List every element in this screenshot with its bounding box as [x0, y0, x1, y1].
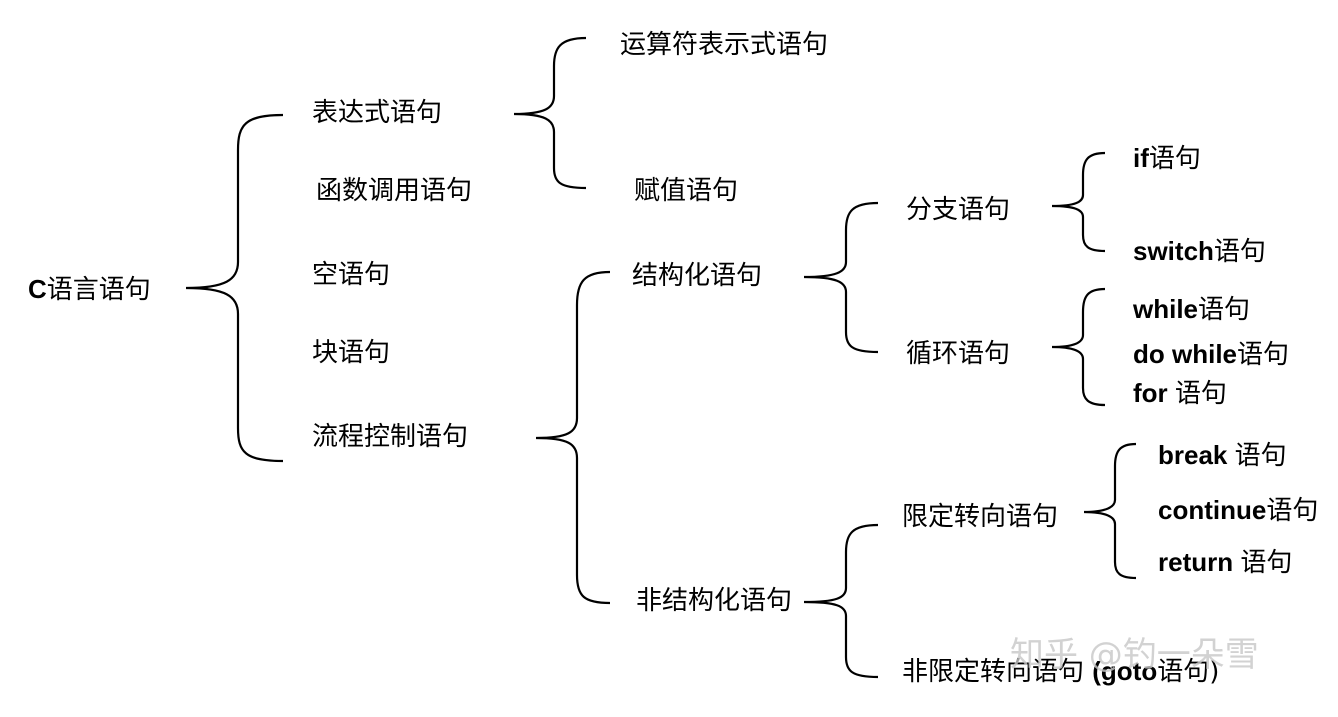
root-brace: [185, 113, 284, 463]
node-continue: continue语句: [1158, 497, 1318, 524]
node-loop: 循环语句: [906, 339, 1011, 369]
node-unstructured: 非结构化语句: [636, 586, 793, 616]
unstructured-brace: [803, 523, 879, 679]
unlimited-en: (goto: [1092, 656, 1158, 686]
unlimited-zh: 非限定转向语句: [902, 657, 1093, 687]
return-en: return: [1158, 547, 1241, 577]
for-en: for: [1133, 378, 1175, 408]
node-break: break 语句: [1158, 442, 1287, 469]
watermark: 知乎 @钓一朵雪: [1010, 635, 1259, 675]
for-zh: 语句: [1174, 379, 1227, 409]
node-structured: 结构化语句: [632, 261, 763, 291]
node-unlimited: 非限定转向语句 (goto语句): [902, 658, 1219, 685]
while-en: while: [1133, 294, 1199, 324]
if-zh: 语句: [1148, 144, 1201, 174]
node-switch: switch语句: [1133, 238, 1266, 265]
node-flow: 流程控制语句: [312, 422, 469, 452]
node-do-while: do while语句: [1133, 341, 1289, 368]
switch-en: switch: [1133, 236, 1214, 266]
unlimited-zh2: 语句): [1157, 657, 1220, 687]
node-if: if语句: [1133, 145, 1201, 172]
do-while-zh: 语句: [1237, 340, 1290, 370]
continue-en: continue: [1158, 495, 1267, 525]
expr-brace: [513, 36, 587, 190]
node-empty: 空语句: [312, 260, 391, 290]
node-limited: 限定转向语句: [902, 502, 1059, 532]
node-block: 块语句: [312, 338, 391, 368]
root-zh: 语言语句: [46, 275, 151, 305]
node-func: 函数调用语句: [316, 176, 473, 206]
if-en: if: [1133, 143, 1149, 173]
node-return: return 语句: [1158, 549, 1292, 576]
node-op-expr: 运算符表示式语句: [620, 30, 829, 60]
node-expr: 表达式语句: [312, 98, 443, 128]
node-root: C语言语句: [28, 276, 151, 303]
branch-brace: [1051, 151, 1106, 253]
do-while-en: do while: [1133, 339, 1237, 369]
node-assign: 赋值语句: [634, 176, 739, 206]
root-en: C: [28, 274, 47, 304]
break-en: break: [1158, 440, 1235, 470]
loop-brace: [1051, 287, 1106, 407]
return-zh: 语句: [1240, 548, 1293, 578]
while-zh: 语句: [1198, 295, 1251, 325]
node-branch: 分支语句: [906, 195, 1011, 225]
continue-zh: 语句: [1266, 496, 1319, 526]
break-zh: 语句: [1234, 441, 1287, 471]
node-for: for 语句: [1133, 380, 1227, 407]
switch-zh: 语句: [1213, 237, 1266, 267]
structured-brace: [803, 201, 879, 354]
flow-brace: [535, 270, 611, 605]
limited-brace: [1083, 442, 1137, 580]
node-while: while语句: [1133, 296, 1250, 323]
